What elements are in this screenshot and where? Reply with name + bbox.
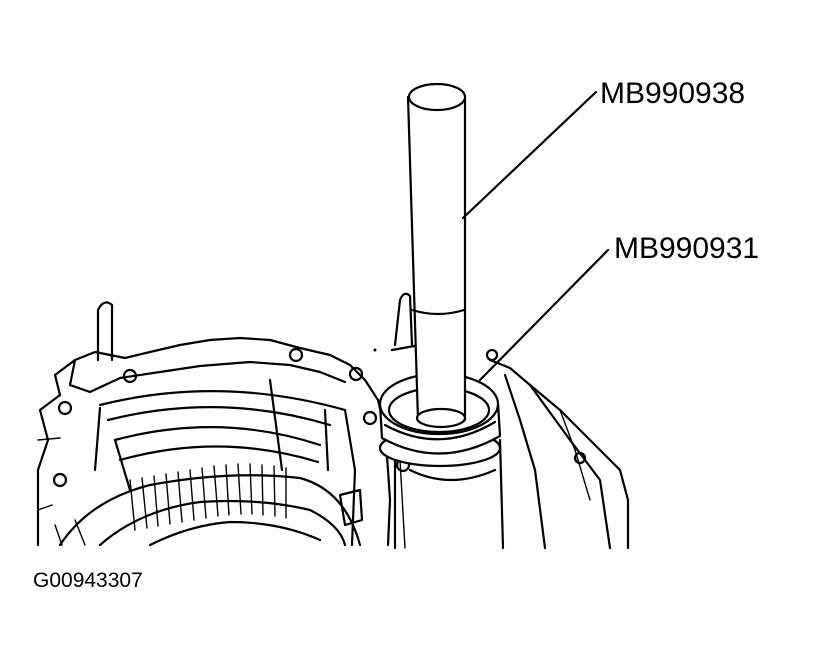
callout-label-mb990931: MB990931: [614, 232, 759, 265]
leader-line-mb990931: [478, 248, 610, 382]
transmission-case: [36, 301, 392, 547]
figure-id: G00943307: [33, 569, 143, 592]
installer-mb990931: [378, 372, 502, 468]
stray-dot: [373, 348, 377, 352]
leader-line-mb990938: [461, 90, 598, 220]
rod-mb990938: [406, 82, 467, 429]
callout-label-mb990938: MB990938: [600, 77, 745, 110]
